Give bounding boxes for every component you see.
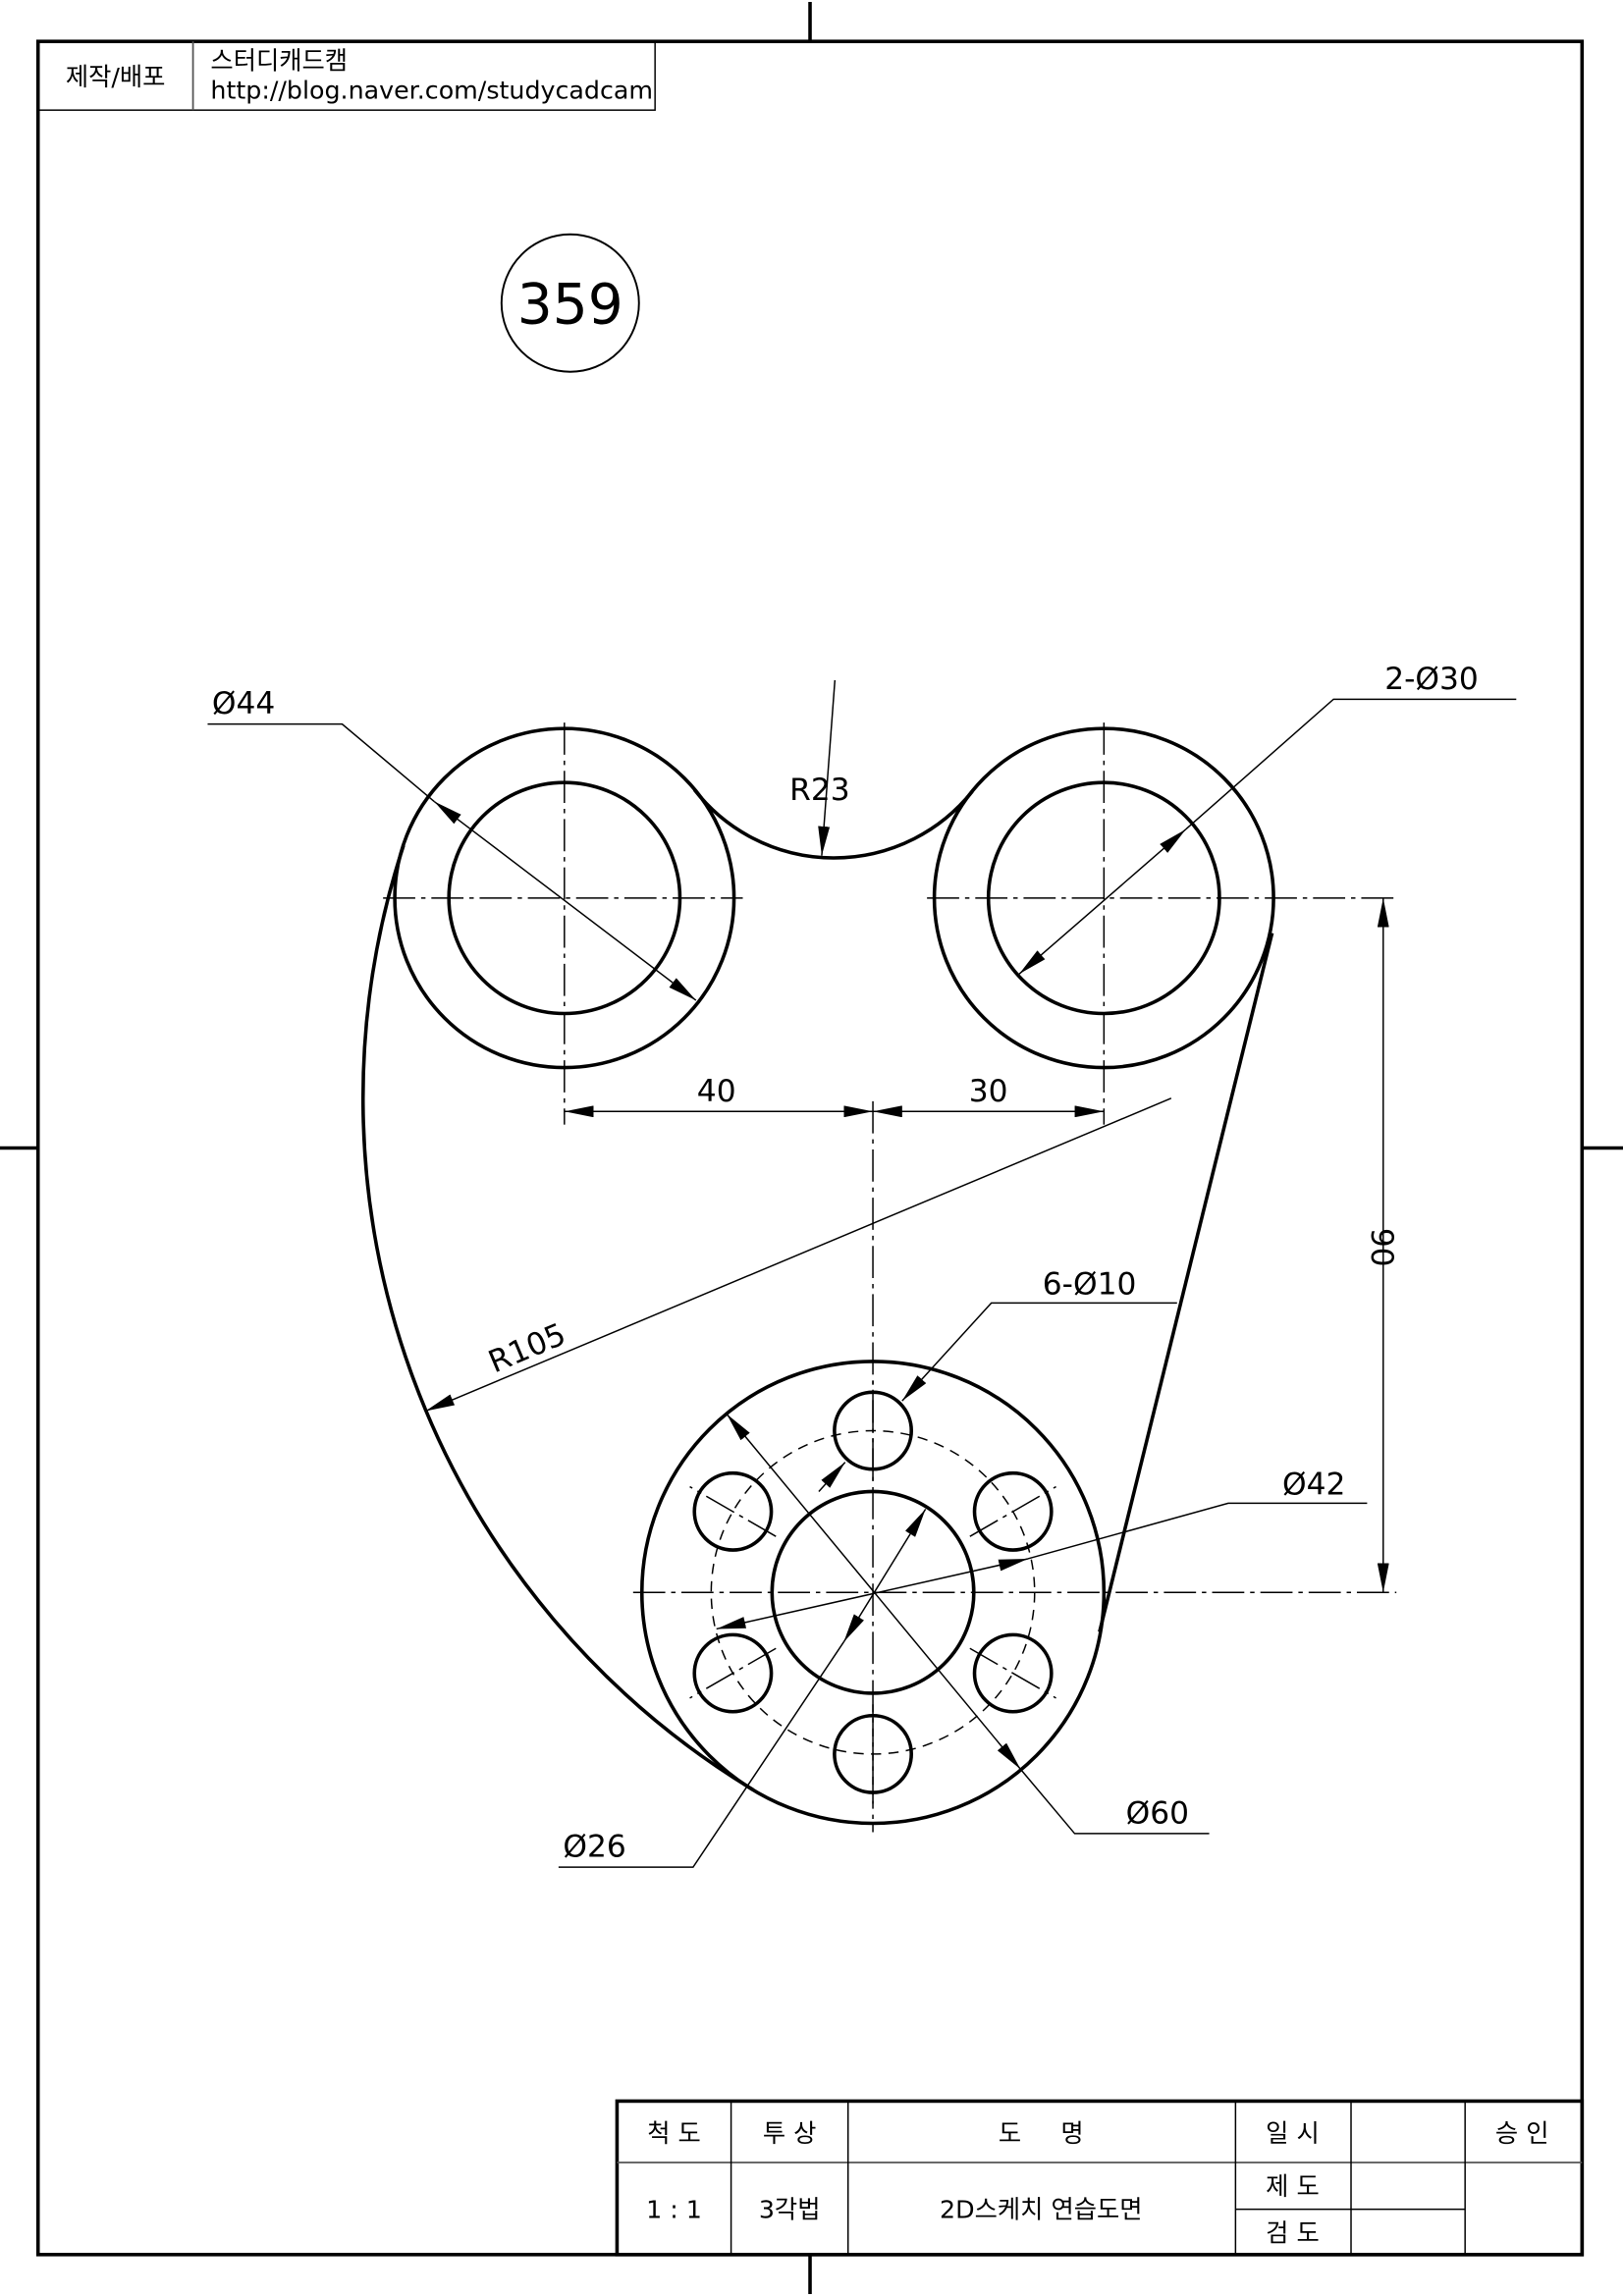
- centerlines: [383, 722, 1397, 1833]
- tb-name: 2D스케치 연습도면: [940, 2196, 1143, 2224]
- dimensions: 40 30 90 Ø44 2-Ø30 R23 R105 6-Ø10 Ø42 Ø6…: [207, 662, 1517, 1868]
- dim-d10: 6-Ø10: [1043, 1266, 1137, 1302]
- dim-r23: R23: [789, 773, 850, 808]
- header-author: 스터디캐드캠: [210, 46, 348, 75]
- drawing-number-badge: 359: [500, 233, 640, 373]
- header-box: 제작/배포 스터디캐드캠 http://blog.naver.com/study…: [36, 40, 656, 111]
- tb-scale: 1 : 1: [646, 2196, 702, 2224]
- tb-drafted-label: 제 도: [1266, 2172, 1320, 2201]
- tb-approve-label: 승 인: [1495, 2119, 1549, 2148]
- tb-scale-label: 척 도: [647, 2119, 701, 2148]
- dim-d42: Ø42: [1282, 1467, 1345, 1502]
- tb-checked-label: 검 도: [1266, 2218, 1320, 2247]
- bolt-hole-centerline: [969, 1485, 1056, 1537]
- tb-projection: 3각법: [759, 2196, 821, 2224]
- dim-d30: 2-Ø30: [1384, 662, 1479, 697]
- dim-40: 40: [697, 1074, 736, 1109]
- header-label: 제작/배포: [66, 63, 166, 91]
- drawing-number: 359: [517, 273, 623, 338]
- dim-30: 30: [969, 1074, 1008, 1109]
- tb-projection-label: 투 상: [763, 2119, 817, 2148]
- dim-d60: Ø60: [1126, 1796, 1189, 1832]
- tb-name-label: 도 명: [999, 2119, 1084, 2148]
- dim-r105: R105: [483, 1316, 570, 1380]
- dim-90: 90: [1364, 1228, 1399, 1267]
- part-outline: [360, 726, 1275, 1826]
- title-block: 척 도 투 상 도 명 일 시 승 인 1 : 1 3각법 2D스케치 연습도면…: [615, 2099, 1585, 2257]
- bolt-hole-centerline: [689, 1647, 777, 1699]
- header-url: http://blog.naver.com/studycadcam: [210, 76, 653, 104]
- dim-d44: Ø44: [212, 686, 275, 721]
- bolt-hole-centerline: [689, 1485, 777, 1537]
- dim-d26: Ø26: [563, 1830, 625, 1865]
- bolt-hole-centerline: [969, 1647, 1056, 1699]
- tb-date-label: 일 시: [1266, 2119, 1320, 2148]
